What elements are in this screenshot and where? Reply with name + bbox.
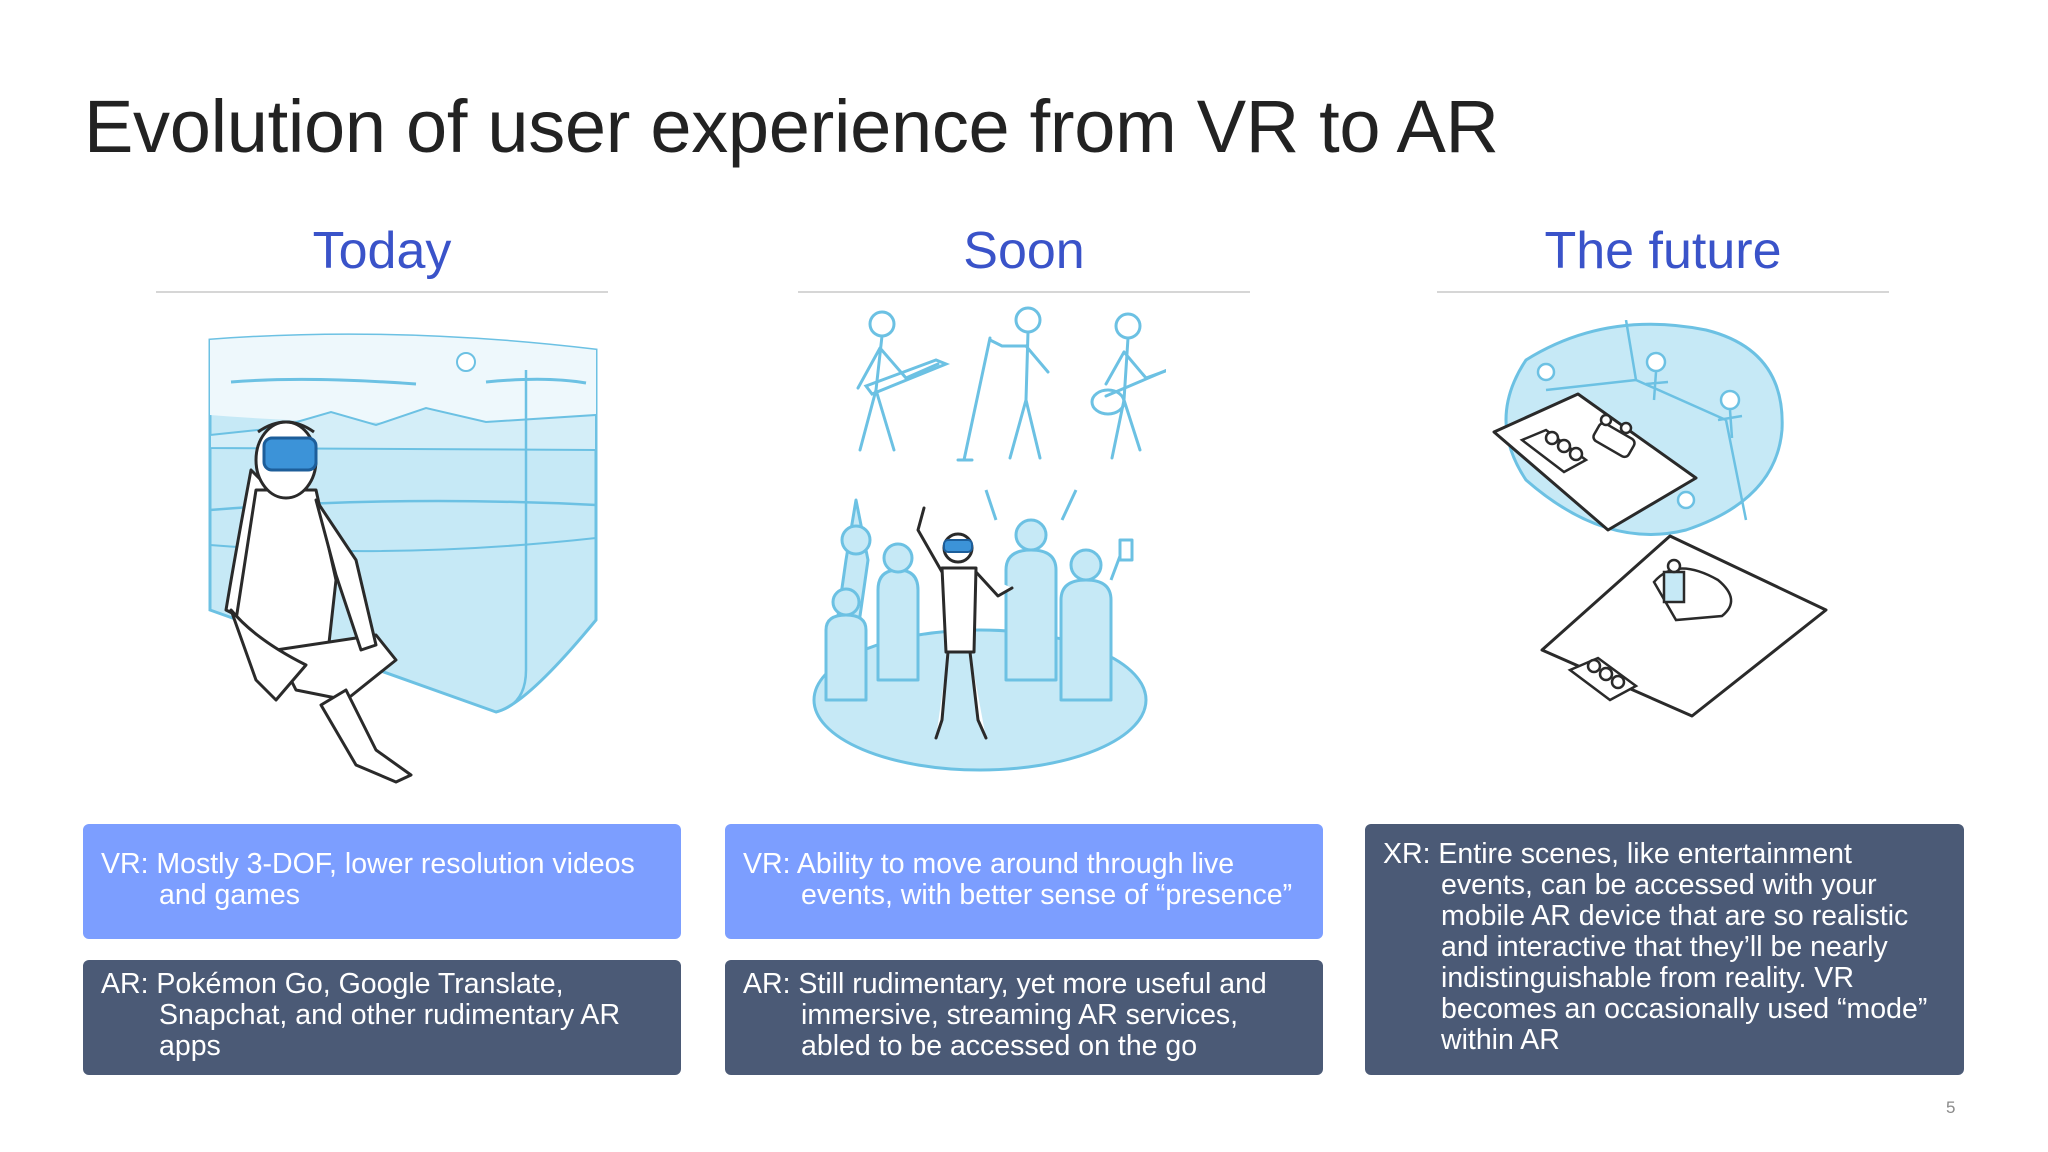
vr-description-soon: VR: Ability to move around through live … xyxy=(743,848,1293,911)
vr-headset-panorama-illustration xyxy=(208,333,598,784)
ar-description-box-soon: AR: Still rudimentary, yet more useful a… xyxy=(725,960,1323,1075)
ar-description-soon: AR: Still rudimentary, yet more useful a… xyxy=(743,968,1267,1062)
vr-description-box-today: VR: Mostly 3-DOF, lower resolution video… xyxy=(83,824,681,939)
mixed-reality-scenes-illustration xyxy=(1492,320,1828,718)
ar-description-box-today: AR: Pokémon Go, Google Translate, Snapch… xyxy=(83,960,681,1075)
xr-description-box-future: XR: Entire scenes, like entertainment ev… xyxy=(1365,824,1964,1075)
xr-description-future: XR: Entire scenes, like entertainment ev… xyxy=(1383,838,1928,1056)
column-heading-today: Today xyxy=(156,220,608,293)
live-concert-crowd-illustration xyxy=(812,306,1166,772)
vr-description-box-soon: VR: Ability to move around through live … xyxy=(725,824,1323,939)
ar-description-today: AR: Pokémon Go, Google Translate, Snapch… xyxy=(101,968,621,1062)
slide-title: Evolution of user experience from VR to … xyxy=(84,85,1499,168)
vr-description-today: VR: Mostly 3-DOF, lower resolution video… xyxy=(101,848,635,911)
column-heading-future: The future xyxy=(1437,220,1889,293)
page-number: 5 xyxy=(1946,1098,1956,1117)
column-heading-soon: Soon xyxy=(798,220,1250,293)
